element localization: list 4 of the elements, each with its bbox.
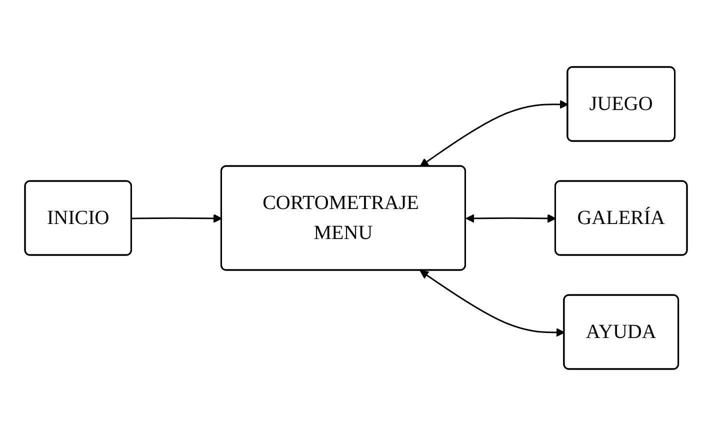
- arrow: [132, 214, 222, 222]
- arrow: [466, 214, 556, 222]
- arrow: [420, 100, 568, 166]
- arrow: [420, 270, 565, 336]
